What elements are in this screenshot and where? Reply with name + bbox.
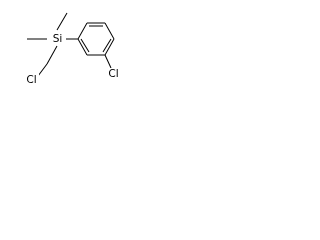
- ring-bond-4: [104, 38, 115, 56]
- ring-cl-bond: [104, 54, 112, 69]
- molecule-structure: Si Cl Cl: [24, 12, 121, 86]
- aryl-chlorine-atom-label: Cl: [108, 68, 118, 80]
- ring-double-bond-right: [102, 38, 112, 53]
- silicon-atom-label: Si: [53, 33, 63, 45]
- ring-bond-1: [77, 22, 88, 40]
- si-label-background: [50, 33, 65, 45]
- si-methyl-upper-bond: [56, 12, 68, 31]
- ch2-cl-bond: [37, 63, 48, 77]
- alkyl-cl-label-background: [24, 74, 39, 86]
- aryl-cl-label-background: [106, 68, 121, 80]
- si-ch2-bond: [46, 45, 58, 65]
- ring-bond-6: [77, 38, 88, 56]
- ring-double-bond-left: [80, 38, 90, 53]
- alkyl-chlorine-atom-label: Cl: [26, 74, 36, 86]
- ring-bond-3: [104, 22, 115, 40]
